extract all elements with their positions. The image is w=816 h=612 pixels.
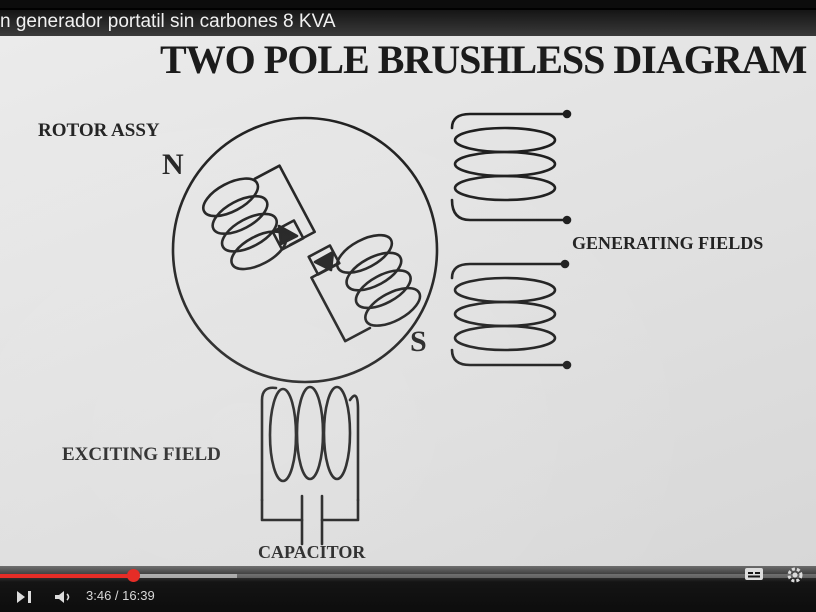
exciting-field-coil bbox=[260, 385, 360, 522]
south-pole-label: S bbox=[410, 325, 427, 358]
play-button[interactable] bbox=[14, 588, 36, 606]
progress-handle[interactable] bbox=[126, 569, 140, 582]
generating-fields-label: GENERATING FIELDS bbox=[572, 233, 764, 253]
time-display: 3:46 / 16:39 bbox=[86, 588, 155, 603]
diagram-title: TWO POLE BRUSHLESS DIAGRAM bbox=[160, 37, 807, 82]
rotor-circle bbox=[171, 116, 439, 384]
title-bar-shade bbox=[0, 0, 816, 10]
play-icon bbox=[17, 591, 31, 603]
rotor-label: ROTOR ASSY bbox=[38, 120, 160, 141]
rotor-diode-2 bbox=[307, 244, 341, 276]
generating-coil-lower bbox=[450, 259, 572, 370]
generating-coil-upper bbox=[450, 109, 572, 225]
settings-button[interactable] bbox=[784, 564, 806, 586]
captions-icon bbox=[745, 568, 763, 580]
rotor-diode-1 bbox=[271, 219, 305, 251]
rotor-coil-south bbox=[310, 233, 422, 343]
progress-played bbox=[0, 574, 133, 578]
player-controls: 3:46 / 16:39 bbox=[0, 566, 816, 612]
exciting-field-label: EXCITING FIELD bbox=[62, 444, 221, 465]
volume-icon bbox=[55, 591, 70, 603]
north-pole-label: N bbox=[162, 148, 184, 181]
video-title[interactable]: n generador portatil sin carbones 8 KVA bbox=[0, 8, 816, 36]
volume-button[interactable] bbox=[52, 588, 74, 606]
gear-icon bbox=[787, 567, 803, 583]
capacitor-symbol bbox=[300, 494, 324, 546]
capacitor-label: CAPACITOR bbox=[258, 542, 366, 562]
captions-button[interactable] bbox=[744, 566, 764, 582]
rotor-coil-north bbox=[202, 164, 316, 271]
progress-bar[interactable] bbox=[0, 569, 816, 582]
